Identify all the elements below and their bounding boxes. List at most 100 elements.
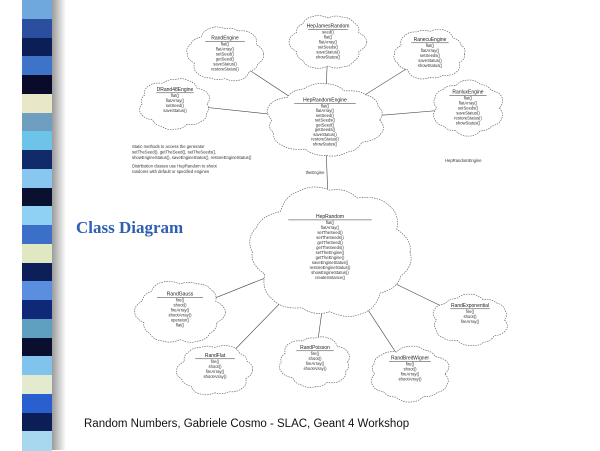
class-node-center: HepRandomflat()flatArray()setTheSeed()se… bbox=[249, 186, 412, 317]
class-method: operator() bbox=[171, 318, 190, 323]
class-cloud bbox=[393, 28, 466, 80]
class-title: RanluxEngine bbox=[452, 90, 483, 96]
stripe-block bbox=[22, 131, 52, 151]
side-stripe bbox=[0, 0, 52, 451]
class-method: shoot() bbox=[173, 303, 187, 308]
class-method: flat() bbox=[176, 323, 185, 328]
class-method: setSeeds() bbox=[458, 106, 479, 111]
slide-title: Class Diagram bbox=[76, 218, 184, 237]
class-node-bottom-left: RandGaussfire()shoot()fireArray()shootAr… bbox=[134, 280, 226, 343]
class-method: flat() bbox=[321, 103, 330, 108]
class-method: flatArray() bbox=[216, 47, 235, 52]
stripe-block bbox=[22, 300, 52, 320]
stripe-block bbox=[22, 281, 52, 301]
stripe-block bbox=[22, 75, 52, 95]
class-node-bottom-left2: RandFlatfire()shoot()fireArray()shootArr… bbox=[176, 345, 253, 396]
class-node-top-mid: HepJamesRandomseed()flat()flatArray()set… bbox=[288, 15, 367, 69]
class-method: saveStatus() bbox=[213, 62, 237, 67]
class-method: flat() bbox=[464, 96, 473, 101]
class-method: shoot() bbox=[208, 364, 222, 369]
stripe-block bbox=[22, 0, 52, 20]
class-method: flatArray() bbox=[166, 98, 185, 103]
class-method: flat() bbox=[324, 35, 333, 40]
class-method: restoreStatus() bbox=[454, 116, 482, 121]
stripe-block bbox=[22, 412, 52, 432]
class-node-top-left: RandEngineflat()flatArray()setSeed()getS… bbox=[186, 26, 264, 82]
class-method: getSeeds() bbox=[315, 127, 336, 132]
relation-label: theEngine bbox=[306, 170, 326, 175]
diagram-note: Distribution classes use HepRandom to sh… bbox=[132, 164, 218, 169]
class-method: getTheSeeds() bbox=[316, 245, 344, 250]
class-cloud bbox=[176, 345, 253, 396]
diagram-note: setTheSeed(), getTheSeed(), setTheSeeds(… bbox=[132, 150, 216, 155]
class-method: setSeed() bbox=[316, 113, 335, 118]
cluster-label: HepRandomEngine bbox=[445, 158, 482, 163]
class-method: setTheSeed() bbox=[317, 230, 343, 235]
class-method: flatArray() bbox=[316, 108, 335, 113]
class-method: setSeeds() bbox=[318, 45, 339, 50]
class-method: fireArray() bbox=[401, 372, 420, 377]
stripe-block bbox=[22, 206, 52, 226]
class-method: setTheEngine() bbox=[316, 250, 345, 255]
stripe-block bbox=[22, 112, 52, 132]
class-cloud bbox=[139, 78, 210, 130]
class-cloud bbox=[279, 336, 350, 388]
class-method: flatArray() bbox=[459, 101, 478, 106]
class-method: getTheSeed() bbox=[317, 240, 343, 245]
class-method: showStatus() bbox=[316, 55, 341, 60]
class-method: getTheEngine() bbox=[316, 255, 345, 260]
stripe-shadow bbox=[52, 0, 66, 450]
class-node-bottom-right: RandBreitWignerfire()shoot()fireArray()s… bbox=[370, 345, 450, 403]
class-method: shootArray() bbox=[203, 374, 227, 379]
class-title: RandEngine bbox=[211, 36, 239, 42]
class-method: fire() bbox=[311, 351, 320, 356]
class-cloud bbox=[266, 83, 384, 157]
diagram-note: Static methods to access the generator bbox=[132, 144, 205, 149]
stripe-block bbox=[22, 318, 52, 338]
class-method: setTheSeeds() bbox=[316, 235, 344, 240]
stripe-block bbox=[22, 56, 52, 76]
stripe-block bbox=[22, 18, 52, 38]
class-method: shootArray() bbox=[303, 366, 327, 371]
class-cloud bbox=[134, 280, 226, 343]
class-method: flatArray() bbox=[421, 48, 440, 53]
class-method: flatArray() bbox=[321, 225, 340, 230]
class-method: saveStatus() bbox=[316, 50, 340, 55]
class-method: showStatus() bbox=[313, 141, 338, 146]
class-title: RandExponential bbox=[451, 303, 489, 309]
class-method: saveStatus() bbox=[163, 108, 187, 113]
class-method: getSeed() bbox=[316, 122, 335, 127]
class-method: saveEngineStatus() bbox=[312, 260, 349, 265]
class-method: createInstance() bbox=[315, 275, 346, 280]
class-cloud bbox=[433, 79, 504, 137]
stripe-block bbox=[22, 150, 52, 170]
class-title: HepRandomEngine bbox=[303, 97, 347, 103]
stripe-block bbox=[22, 356, 52, 376]
diagram-notes: theEngine HepRandomEngine Static methods t… bbox=[132, 144, 482, 175]
class-method: saveStatus() bbox=[418, 58, 442, 63]
class-method: fire() bbox=[176, 298, 185, 303]
class-method: flatArray() bbox=[319, 40, 338, 45]
stripe-block bbox=[22, 431, 52, 451]
class-method: showEngineStatus() bbox=[311, 270, 349, 275]
class-title: HepRandom bbox=[316, 214, 344, 220]
class-method: fireArray() bbox=[206, 369, 225, 374]
stripe-block bbox=[22, 337, 52, 357]
class-title: DRand48Engine bbox=[157, 87, 194, 93]
class-method: fire() bbox=[466, 309, 475, 314]
class-node-top-right: RanecuEngineflat()flatArray()setSeeds()s… bbox=[393, 28, 466, 80]
class-cloud bbox=[249, 186, 412, 317]
class-method: flat() bbox=[326, 220, 335, 225]
class-method: fireArray() bbox=[171, 308, 190, 313]
stripe-block bbox=[22, 393, 52, 413]
stripe-block bbox=[22, 243, 52, 263]
class-cloud bbox=[370, 345, 450, 403]
class-title: RandGauss bbox=[167, 292, 194, 298]
class-method: restoreEngineStatus() bbox=[310, 265, 351, 270]
class-method: shoot() bbox=[463, 314, 477, 319]
class-method: shoot() bbox=[308, 356, 322, 361]
class-method: flat() bbox=[426, 43, 435, 48]
class-method: showStatus() bbox=[456, 121, 481, 126]
